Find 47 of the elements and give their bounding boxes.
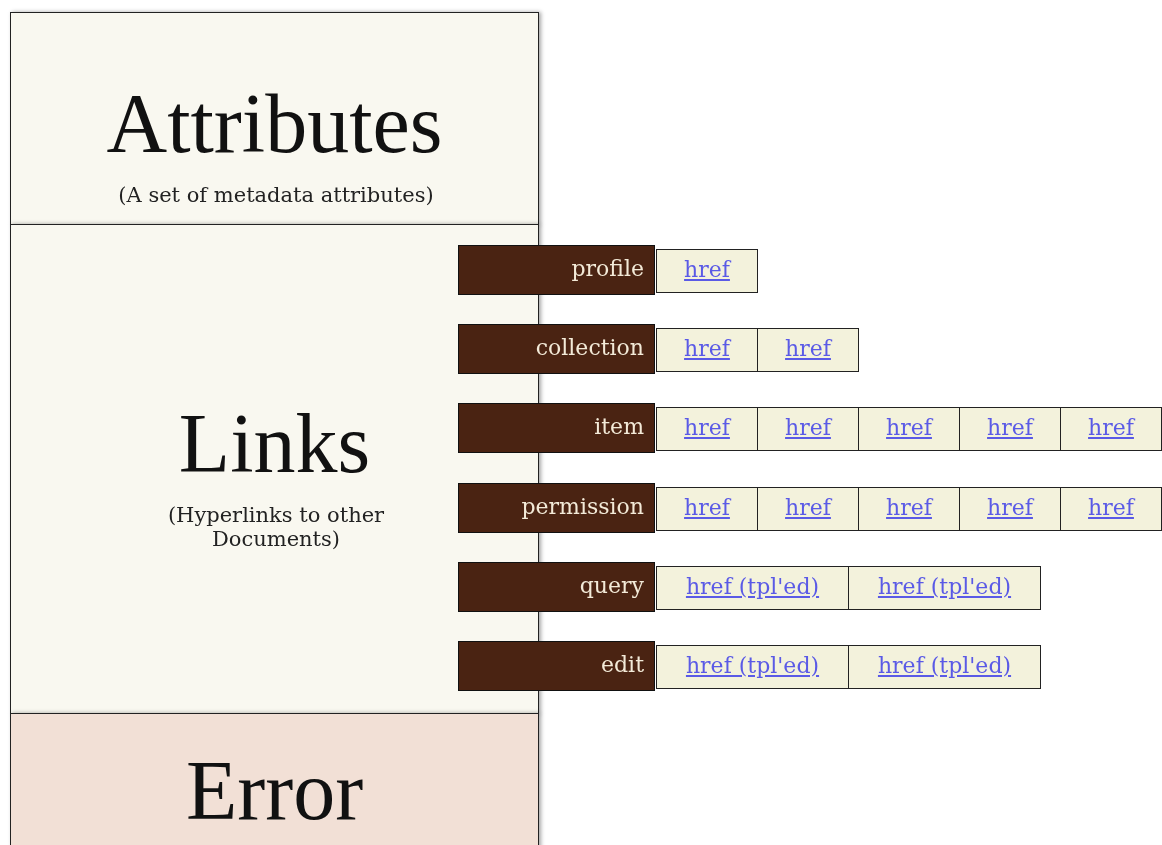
- section-panel: [10, 12, 539, 225]
- section-description: (Hyperlinks to other Documents): [166, 503, 386, 551]
- href-cell: [656, 407, 758, 451]
- href-cell: [848, 566, 1041, 610]
- href-link: href: [684, 257, 730, 282]
- href-link: href: [886, 415, 932, 440]
- href-cell: [656, 645, 849, 689]
- section-description: (A set of metadata attributes): [117, 183, 435, 207]
- href-link: href: [684, 495, 730, 520]
- href-link: href (tpl'ed): [877, 653, 1012, 678]
- section-heading: Links: [177, 396, 372, 492]
- href-cell: [656, 328, 758, 372]
- href-cell: [858, 407, 960, 451]
- relation-tab: permission: [458, 483, 655, 533]
- href-cell: [858, 487, 960, 531]
- relation-tab: profile: [458, 245, 655, 295]
- href-cell: [656, 487, 758, 531]
- href-link: href: [987, 415, 1033, 440]
- href-cell: [757, 407, 859, 451]
- relation-tab: item: [458, 403, 655, 453]
- href-link: href: [987, 495, 1033, 520]
- href-link: href: [785, 415, 831, 440]
- href-cell: [1060, 487, 1162, 531]
- href-link: href (tpl'ed): [685, 653, 820, 678]
- href-cell: [656, 566, 849, 610]
- href-cell: [757, 328, 859, 372]
- href-cell: [959, 407, 1061, 451]
- href-link: href (tpl'ed): [685, 574, 820, 599]
- href-link: href: [684, 336, 730, 361]
- href-link: href: [684, 415, 730, 440]
- href-cell: [656, 249, 758, 293]
- href-cell: [757, 487, 859, 531]
- href-link: href: [785, 336, 831, 361]
- href-link: href: [1088, 415, 1134, 440]
- section-heading: Error: [184, 743, 365, 839]
- relation-tab: collection: [458, 324, 655, 374]
- href-cell: [959, 487, 1061, 531]
- relation-tab: query: [458, 562, 655, 612]
- href-link: href: [1088, 495, 1134, 520]
- href-cell: [1060, 407, 1162, 451]
- href-link: href (tpl'ed): [877, 574, 1012, 599]
- relation-tab: edit: [458, 641, 655, 691]
- section-heading: Attributes: [105, 76, 444, 172]
- href-cell: [848, 645, 1041, 689]
- href-link: href: [785, 495, 831, 520]
- href-link: href: [886, 495, 932, 520]
- section-panel: [10, 713, 539, 845]
